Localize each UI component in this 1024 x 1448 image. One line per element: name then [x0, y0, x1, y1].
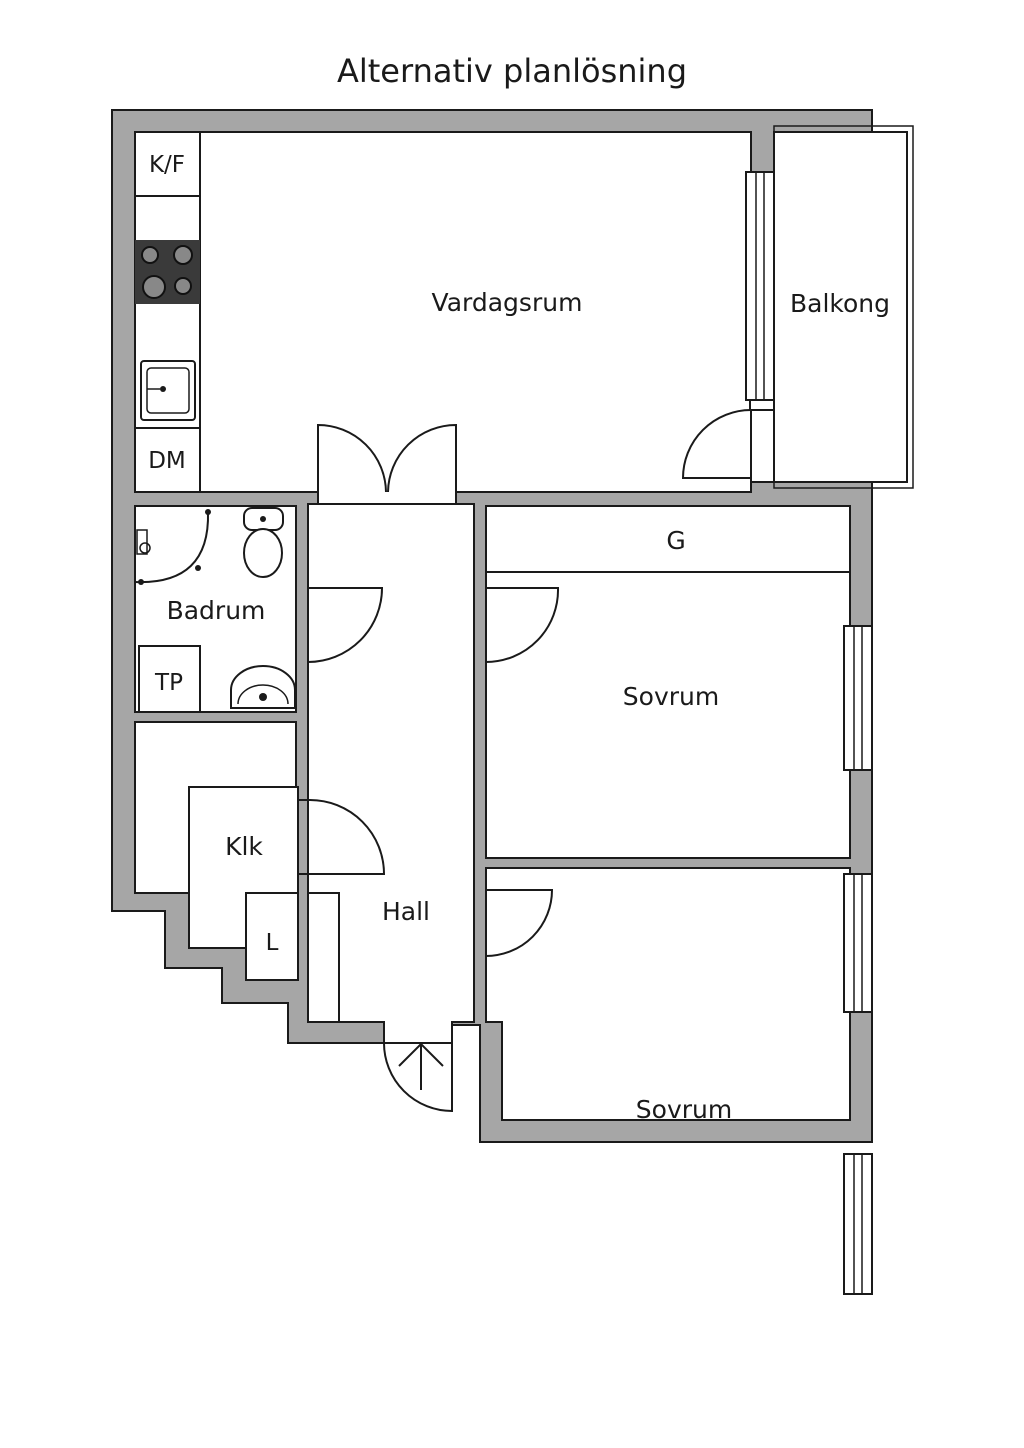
- balcony-door[interactable]: [681, 409, 775, 483]
- closet-label: Klk: [225, 832, 263, 861]
- kitchen-sink-icon: [140, 360, 196, 421]
- bedroom-1-area: [485, 571, 851, 859]
- balcony-label: Balkong: [790, 289, 890, 318]
- kitchen-counter: [134, 131, 201, 493]
- bedroom-2-window-lower: [843, 1153, 873, 1295]
- bedroom-2-area: [485, 867, 851, 1121]
- stove-burner-icon: [142, 275, 166, 299]
- closet-door[interactable]: [298, 799, 386, 875]
- entrance-door[interactable]: [383, 1042, 453, 1113]
- hall-label: Hall: [382, 897, 430, 926]
- bathroom-label: Badrum: [167, 596, 266, 625]
- bedroom-1-door[interactable]: [485, 587, 560, 663]
- bedroom-2-label: Sovrum: [636, 1095, 732, 1124]
- stove-burner-icon: [173, 245, 193, 265]
- washer-label: TP: [154, 670, 183, 696]
- bathroom-door[interactable]: [307, 587, 384, 663]
- dishwasher-label: DM: [148, 448, 186, 474]
- hall-wardrobe: [307, 892, 340, 1023]
- balcony-window: [745, 171, 775, 411]
- stove-burner-icon: [174, 277, 192, 295]
- wardrobe-g: [485, 505, 851, 573]
- storage-l-label: L: [266, 930, 279, 956]
- entrance-arrow-icon: [398, 1042, 444, 1067]
- stove-burner-icon: [141, 246, 159, 264]
- washer-tp: [138, 645, 201, 713]
- storage-l: [245, 892, 299, 981]
- living-room-double-door[interactable]: [317, 423, 457, 493]
- plan-title: Alternativ planlösning: [337, 52, 687, 90]
- bedroom-1-window: [843, 625, 873, 771]
- toilet-icon: [243, 507, 284, 578]
- bedroom-2-window-upper: [843, 873, 873, 1013]
- bedroom-2-door[interactable]: [485, 889, 554, 957]
- washbasin-icon: [230, 665, 296, 709]
- bedroom-1-label: Sovrum: [623, 682, 719, 711]
- shower-icon: [134, 509, 211, 585]
- wardrobe-g-label: G: [666, 526, 685, 555]
- living-room-label: Vardagsrum: [432, 288, 583, 317]
- fridge-freezer-label: K/F: [149, 152, 185, 178]
- living-room-area: [134, 131, 752, 505]
